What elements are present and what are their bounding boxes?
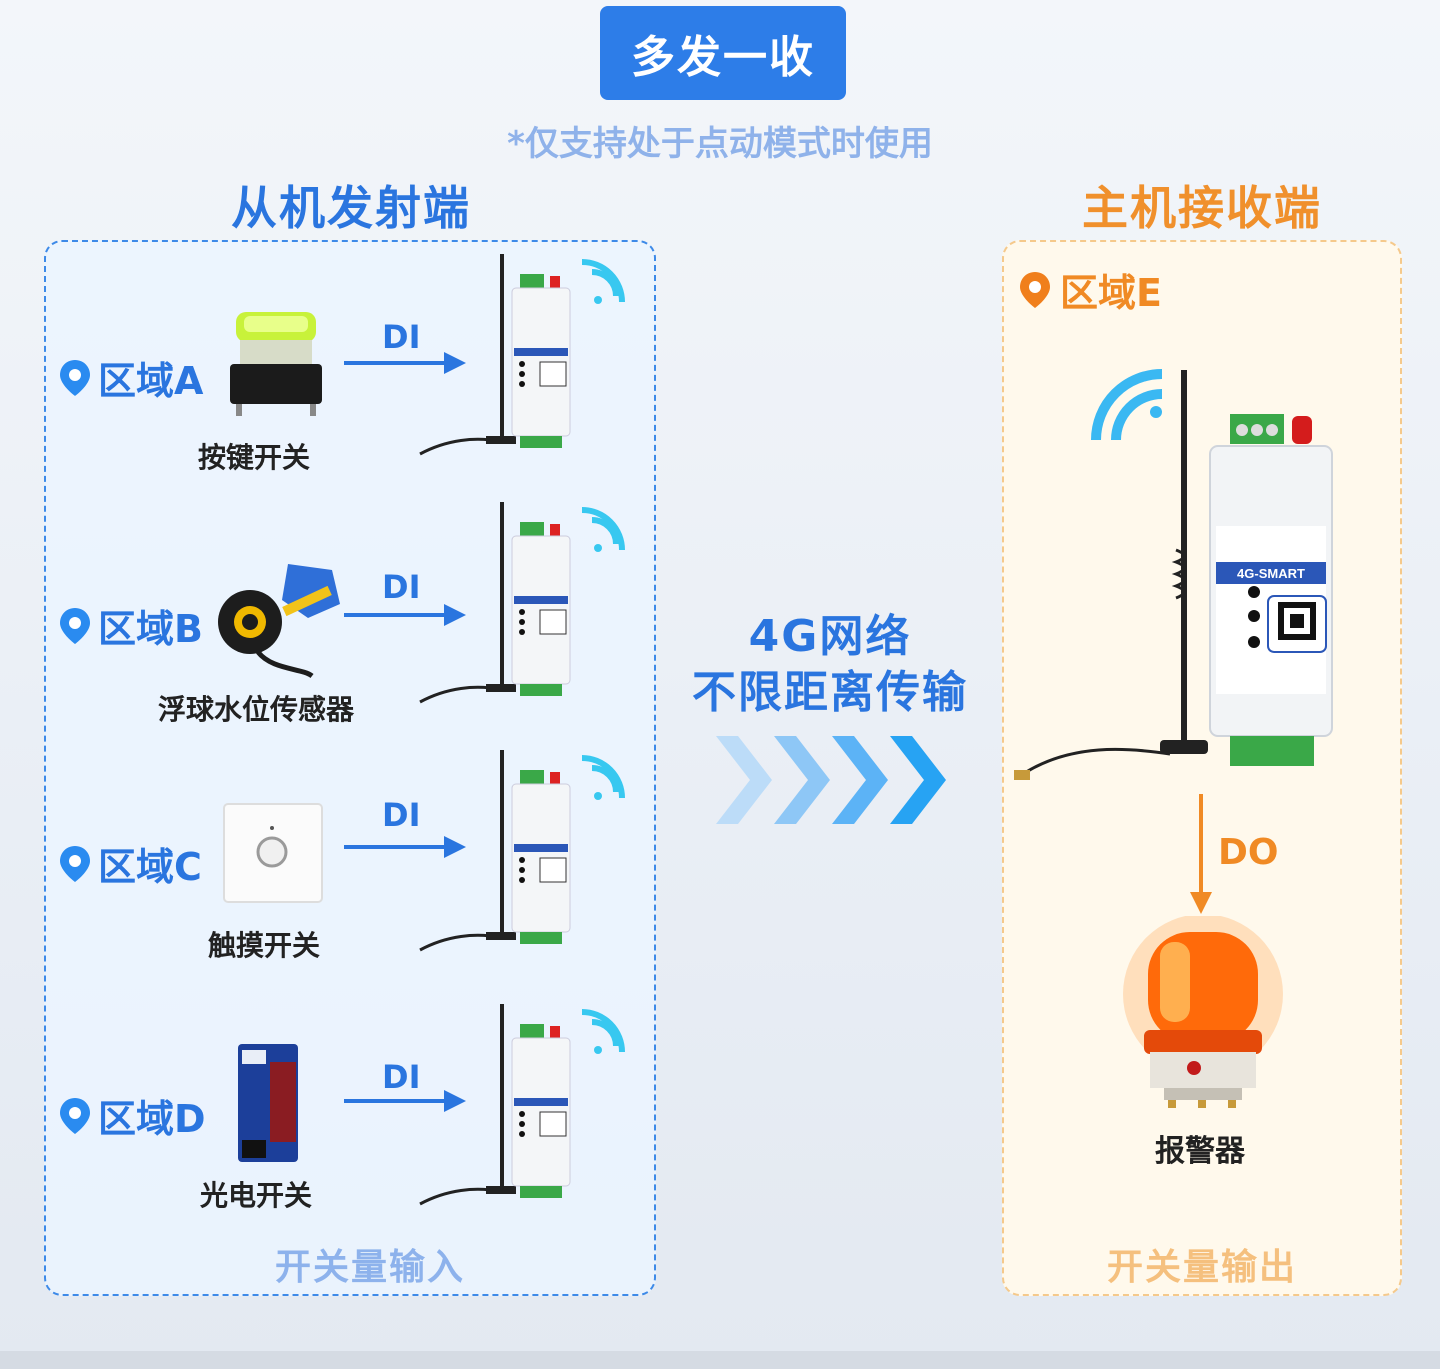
zone-c-sensor-label: 触摸开关 <box>208 929 321 962</box>
do-label: DO <box>1218 832 1279 873</box>
zone-c-name: 区域C <box>98 845 202 889</box>
zone-a-di-label: DI <box>382 318 421 356</box>
right-panel-footer: 开关量输出 <box>1106 1247 1297 1288</box>
photoelectric-switch-icon <box>238 1044 298 1162</box>
zone-a-label: 区域A <box>58 350 203 405</box>
zone-c-di-arrow <box>344 836 466 858</box>
zone-c-label: 区域C <box>58 836 202 891</box>
touch-switch-icon <box>223 803 323 903</box>
location-pin-icon <box>60 607 90 644</box>
zone-d-label: 区域D <box>58 1088 206 1143</box>
zone-b-transmitter-device <box>419 502 625 704</box>
title-badge: 多发一收 <box>600 6 846 100</box>
zone-e-label: 区域E <box>1018 262 1162 317</box>
push-button-switch-icon <box>230 312 322 416</box>
zone-d-di-arrow <box>344 1090 466 1112</box>
location-pin-icon <box>60 1097 90 1134</box>
receiver-panel <box>1002 240 1402 1296</box>
alarm-label: 报警器 <box>1155 1134 1245 1169</box>
zone-b-sensor-label: 浮球水位传感器 <box>158 693 355 726</box>
right-heading: 主机接收端 <box>1082 181 1322 235</box>
subtitle: *仅支持处于点动模式时使用 <box>507 124 933 164</box>
zone-d-sensor-label: 光电开关 <box>200 1179 313 1212</box>
zone-d-name: 区域D <box>98 1097 206 1141</box>
zone-b-name: 区域B <box>98 607 203 651</box>
zone-b-di-arrow <box>344 604 466 626</box>
left-panel-footer: 开关量输入 <box>274 1247 465 1288</box>
alarm-light-icon <box>1123 916 1283 1108</box>
zone-d-transmitter-device <box>419 1004 625 1206</box>
zone-b-di-label: DI <box>382 568 421 606</box>
location-pin-icon <box>60 359 90 396</box>
zone-a-sensor-label: 按键开关 <box>198 441 311 474</box>
location-pin-icon <box>60 845 90 882</box>
zone-b-label: 区域B <box>58 598 203 653</box>
zone-a-transmitter-device <box>419 254 625 456</box>
location-pin-icon <box>1020 271 1050 308</box>
network-line-2: 不限距离传输 <box>692 667 968 718</box>
left-heading: 从机发射端 <box>231 181 471 235</box>
device-model-text: 4G-SMART <box>1237 566 1305 581</box>
transmission-chevrons-icon <box>716 736 946 824</box>
zone-a-name: 区域A <box>98 359 204 403</box>
zone-e-name: 区域E <box>1060 271 1162 315</box>
network-line-1: 4G网络 <box>748 611 912 662</box>
float-level-sensor-icon <box>218 564 340 679</box>
zone-a-di-arrow <box>344 352 466 374</box>
zone-c-di-label: DI <box>382 796 421 834</box>
bottom-strip <box>0 1351 1440 1369</box>
receiver-device: 4G-SMART <box>1014 369 1333 780</box>
zone-c-transmitter-device <box>419 750 625 952</box>
do-arrow <box>1190 794 1212 914</box>
zone-d-di-label: DI <box>382 1058 421 1096</box>
